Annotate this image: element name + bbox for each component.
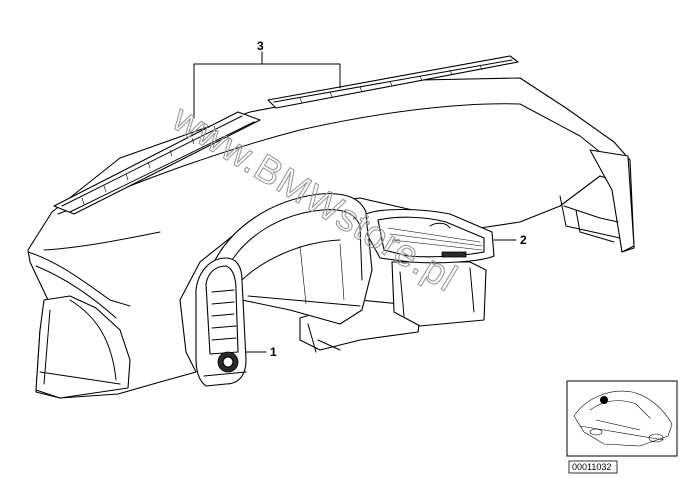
callout-3-leader (193, 51, 341, 119)
callout-3: 3 (257, 39, 264, 53)
left-defroster-grille (53, 111, 261, 215)
diagram-id-box (568, 460, 618, 474)
instrument-cluster-hood (211, 193, 373, 325)
left-air-vent (195, 257, 247, 387)
callout-1: 1 (270, 345, 277, 359)
center-air-vent (365, 208, 495, 264)
location-marker-icon (600, 396, 608, 404)
diagram-id: 00011032 (572, 462, 611, 472)
callout-2: 2 (520, 233, 527, 247)
car-outline-icon (573, 390, 673, 447)
locator-thumbnail (566, 380, 678, 457)
right-defroster-grille (267, 55, 519, 109)
